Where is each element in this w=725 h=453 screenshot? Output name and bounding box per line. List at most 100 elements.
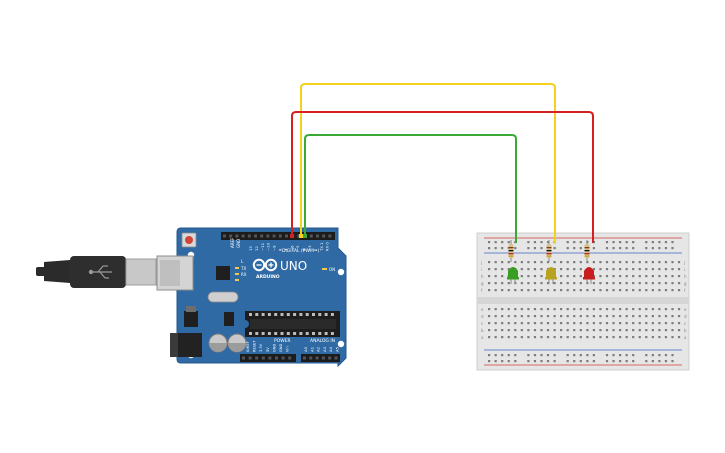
breadboard-hole[interactable] xyxy=(612,282,615,285)
breadboard-hole[interactable] xyxy=(507,360,510,363)
breadboard-hole[interactable] xyxy=(507,336,510,339)
breadboard-hole[interactable] xyxy=(553,322,556,325)
breadboard-hole[interactable] xyxy=(507,261,510,264)
breadboard-hole[interactable] xyxy=(645,268,648,271)
breadboard-hole[interactable] xyxy=(579,315,582,318)
breadboard-hole[interactable] xyxy=(605,354,609,357)
breadboard-hole[interactable] xyxy=(533,282,537,285)
breadboard-hole[interactable] xyxy=(488,315,491,318)
breadboard-hole[interactable] xyxy=(494,360,497,363)
breadboard-hole[interactable] xyxy=(540,261,543,264)
breadboard-hole[interactable] xyxy=(658,329,661,332)
resistor-red[interactable] xyxy=(584,240,590,262)
breadboard-hole[interactable] xyxy=(533,247,537,250)
breadboard-hole[interactable] xyxy=(540,268,543,271)
header-hole[interactable] xyxy=(229,234,233,238)
breadboard-hole[interactable] xyxy=(488,308,491,311)
breadboard-hole[interactable] xyxy=(605,336,609,339)
breadboard-hole[interactable] xyxy=(540,308,543,311)
breadboard-hole[interactable] xyxy=(651,354,654,357)
breadboard-hole[interactable] xyxy=(658,315,661,318)
breadboard-hole[interactable] xyxy=(592,268,595,271)
breadboard-hole[interactable] xyxy=(501,261,504,264)
breadboard-hole[interactable] xyxy=(586,289,589,292)
breadboard-hole[interactable] xyxy=(579,336,582,339)
breadboard-hole[interactable] xyxy=(592,354,595,357)
breadboard-hole[interactable] xyxy=(533,354,537,357)
breadboard-hole[interactable] xyxy=(632,261,635,264)
breadboard-hole[interactable] xyxy=(651,261,654,264)
breadboard-hole[interactable] xyxy=(671,360,674,363)
breadboard-hole[interactable] xyxy=(651,329,654,332)
breadboard-hole[interactable] xyxy=(540,289,543,292)
breadboard-hole[interactable] xyxy=(540,360,543,363)
breadboard-hole[interactable] xyxy=(638,336,641,339)
breadboard-hole[interactable] xyxy=(619,315,622,318)
header-hole[interactable] xyxy=(316,234,319,238)
breadboard-hole[interactable] xyxy=(619,241,622,244)
breadboard-hole[interactable] xyxy=(612,329,615,332)
breadboard-hole[interactable] xyxy=(494,241,497,244)
breadboard-hole[interactable] xyxy=(677,282,681,285)
yellow-led[interactable] xyxy=(545,267,557,284)
breadboard-hole[interactable] xyxy=(638,268,641,271)
breadboard-hole[interactable] xyxy=(579,322,582,325)
breadboard-hole[interactable] xyxy=(540,282,543,285)
breadboard-hole[interactable] xyxy=(677,336,681,339)
breadboard-hole[interactable] xyxy=(520,275,523,278)
breadboard-hole[interactable] xyxy=(632,322,635,325)
breadboard-hole[interactable] xyxy=(651,282,654,285)
breadboard-hole[interactable] xyxy=(540,275,543,278)
breadboard-hole[interactable] xyxy=(573,268,576,271)
breadboard-hole[interactable] xyxy=(625,308,628,311)
breadboard-hole[interactable] xyxy=(612,275,615,278)
breadboard-hole[interactable] xyxy=(573,315,576,318)
breadboard-hole[interactable] xyxy=(579,329,582,332)
breadboard-hole[interactable] xyxy=(664,308,668,311)
breadboard-hole[interactable] xyxy=(612,354,615,357)
breadboard-hole[interactable] xyxy=(527,354,530,357)
breadboard-hole[interactable] xyxy=(677,315,681,318)
breadboard-hole[interactable] xyxy=(566,261,569,264)
header-hole[interactable] xyxy=(223,234,226,238)
breadboard-hole[interactable] xyxy=(645,241,648,244)
breadboard-hole[interactable] xyxy=(566,241,569,244)
breadboard-hole[interactable] xyxy=(560,329,563,332)
breadboard-hole[interactable] xyxy=(658,289,661,292)
breadboard-hole[interactable] xyxy=(677,289,681,292)
header-hole[interactable] xyxy=(247,234,251,238)
breadboard-hole[interactable] xyxy=(514,329,517,332)
breadboard-hole[interactable] xyxy=(651,308,654,311)
breadboard-hole[interactable] xyxy=(494,268,497,271)
breadboard-hole[interactable] xyxy=(664,261,668,264)
breadboard-hole[interactable] xyxy=(645,329,648,332)
breadboard-hole[interactable] xyxy=(579,275,582,278)
breadboard-hole[interactable] xyxy=(553,329,556,332)
breadboard-hole[interactable] xyxy=(605,322,609,325)
header-hole[interactable] xyxy=(235,234,239,238)
breadboard-hole[interactable] xyxy=(553,289,556,292)
breadboard-hole[interactable] xyxy=(527,261,530,264)
breadboard-hole[interactable] xyxy=(527,282,530,285)
breadboard-hole[interactable] xyxy=(638,282,641,285)
breadboard-hole[interactable] xyxy=(592,322,595,325)
header-hole[interactable] xyxy=(255,356,259,360)
breadboard-hole[interactable] xyxy=(645,360,648,363)
breadboard-hole[interactable] xyxy=(677,308,681,311)
breadboard-hole[interactable] xyxy=(533,315,537,318)
breadboard-hole[interactable] xyxy=(605,247,609,250)
breadboard-hole[interactable] xyxy=(527,329,530,332)
breadboard-hole[interactable] xyxy=(586,315,589,318)
breadboard-hole[interactable] xyxy=(494,354,497,357)
breadboard-hole[interactable] xyxy=(494,308,497,311)
header-hole[interactable] xyxy=(309,356,313,360)
breadboard-hole[interactable] xyxy=(566,315,569,318)
breadboard-hole[interactable] xyxy=(605,241,609,244)
breadboard-hole[interactable] xyxy=(501,354,504,357)
breadboard-hole[interactable] xyxy=(619,329,622,332)
breadboard-hole[interactable] xyxy=(579,360,582,363)
red-led[interactable] xyxy=(583,267,595,284)
breadboard-hole[interactable] xyxy=(553,247,556,250)
breadboard-hole[interactable] xyxy=(566,289,569,292)
resistor-yellow[interactable] xyxy=(546,240,552,262)
